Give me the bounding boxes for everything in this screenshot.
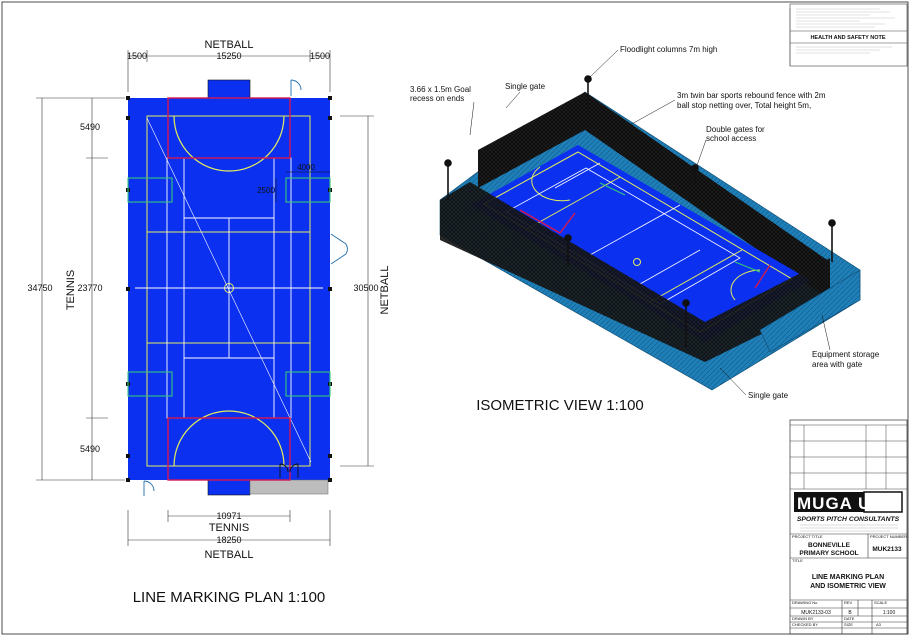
logo-text: MUGA UK (797, 494, 885, 513)
dimension-right (340, 115, 374, 467)
dimension-top (127, 50, 331, 92)
iso-storage-area (759, 269, 861, 353)
drawing-no: MUK2133-03 (801, 610, 831, 616)
iso-callout-fence-line1: 3m twin bar sports rebound fence with 2m (677, 91, 826, 100)
iso-callout-goal-line2: recess on ends (410, 94, 464, 103)
plan-goal-recess-bottom (207, 479, 251, 496)
plan-storage-area (249, 479, 329, 495)
iso-callout-storage-line1: Equipment storage (812, 350, 880, 359)
drawing-title-line2: AND ISOMETRIC VIEW (810, 583, 886, 590)
dimension-inner (275, 171, 330, 202)
drawing-title-line1: LINE MARKING PLAN (812, 574, 884, 581)
dim-bottom-tennis: 10971 (216, 511, 241, 521)
plan-bottom-netball-label: NETBALL (205, 549, 254, 561)
project-name-line2: PRIMARY SCHOOL (799, 550, 858, 557)
dim-inner-4000: 4000 (297, 163, 315, 172)
date-label: DATE (844, 616, 855, 621)
dim-left-outer: 34750 (27, 283, 52, 293)
dimension-bottom (127, 510, 331, 546)
iso-floodlights (444, 75, 836, 348)
plan-left-label: TENNIS (65, 270, 77, 310)
dim-top-left: 1500 (127, 51, 147, 61)
dim-top-right: 1500 (310, 51, 330, 61)
revision-rows (790, 424, 907, 490)
rev-label: REV (844, 600, 853, 605)
isometric-view: Floodlight columns 7m high 3.66 x 1.5m G… (410, 45, 880, 414)
dim-inner-2500: 2500 (257, 186, 275, 195)
iso-callout-floodlight: Floodlight columns 7m high (620, 45, 717, 54)
iso-fence-front-left (440, 182, 705, 362)
plan-gate-top-right-icon (290, 79, 302, 96)
iso-callout-goal-line1: 3.66 x 1.5m Goal (410, 85, 471, 94)
project-rows (790, 533, 907, 634)
netball-boundary (146, 115, 311, 467)
dim-top-mid: 15250 (216, 51, 241, 61)
netball-red-markings (167, 97, 291, 481)
dimension-left (36, 97, 125, 481)
iso-fence-front-right (705, 258, 830, 362)
iso-callout-double-gate-line2: school access (706, 134, 756, 143)
project-name-line1: BONNEVILLE (808, 542, 851, 549)
tennis-green-markings (127, 177, 331, 397)
rev-value: B (848, 610, 852, 616)
title-block: HEALTH AND SAFETY NOTE MUGA UK SPORTS PI… (789, 3, 908, 635)
netball-goal-circle-top (173, 115, 285, 172)
title-label: TITLE (792, 558, 803, 563)
dim-left-top: 5490 (80, 122, 100, 132)
iso-callout-storage-line2: area with gate (812, 360, 863, 369)
dim-bottom-netball: 18250 (216, 535, 241, 545)
iso-callout-double-gate-line1: Double gates for (706, 125, 765, 134)
plan-right-label: NETBALL (379, 266, 391, 315)
plan-double-gate-bottom-icon (279, 463, 299, 478)
logo-subtitle: SPORTS PITCH CONSULTANTS (797, 516, 900, 523)
plan-title: LINE MARKING PLAN 1:100 (133, 589, 326, 606)
size-label: SIZE (844, 622, 853, 627)
scale-value: 1:100 (883, 610, 896, 616)
plan-gate-bottom-left-icon (143, 480, 155, 496)
dim-right-outer: 30500 (353, 283, 378, 293)
logo-address-lines (800, 524, 898, 532)
project-number-label: PROJECT NUMBER (870, 534, 907, 539)
plan-bottom-tennis-label: TENNIS (209, 522, 249, 534)
iso-callout-fence-line2: ball stop netting over, Total height 5m, (677, 101, 811, 110)
checked-by-label: CHECKED BY (792, 622, 818, 627)
line-marking-plan: NETBALL 1500 15250 1500 5490 23770 5490 … (27, 39, 391, 606)
plan-top-label: NETBALL (205, 39, 254, 51)
scale-label: SCALE (874, 600, 887, 605)
plan-double-gate-right-icon (330, 233, 348, 265)
drawn-by-label: DRAWN BY (792, 616, 814, 621)
iso-fence-back-right (585, 92, 830, 300)
iso-callout-single-gate-top: Single gate (505, 82, 546, 91)
dim-left-bottom: 5490 (80, 444, 100, 454)
notes-fine-print (796, 8, 895, 54)
iso-title: ISOMETRIC VIEW 1:100 (476, 397, 644, 414)
drawing-no-label: DRAWING No (792, 600, 818, 605)
size-value: A3 (876, 622, 882, 627)
iso-callout-single-gate-bottom: Single gate (748, 391, 789, 400)
project-number: MUK2133 (872, 546, 902, 553)
netball-goal-circle-bottom (173, 410, 285, 467)
title-block-frame (789, 419, 908, 635)
iso-court-surface (470, 145, 810, 342)
project-title-label: PROJECT TITLE (792, 534, 823, 539)
plan-goal-recess-top (207, 79, 251, 99)
health-safety-note: HEALTH AND SAFETY NOTE (810, 35, 885, 41)
iso-callout-leaders (469, 49, 831, 396)
dim-left-mid: 23770 (77, 283, 102, 293)
iso-fence-back-left (478, 92, 585, 188)
